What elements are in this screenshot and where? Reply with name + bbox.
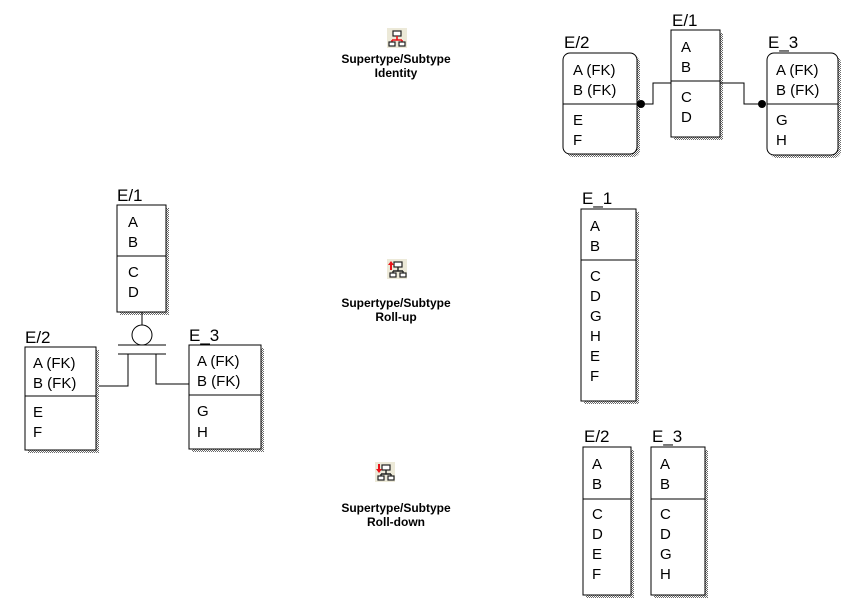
key-attr: B [660,476,670,493]
attr: H [590,328,601,345]
entity-e1[interactable]: E/1 A B C D [670,11,723,140]
cardinality-dot-icon [758,100,766,108]
legend-identity: Supertype/Subtype Identity [341,28,451,80]
entity-title: E/2 [584,427,610,446]
key-attr: B [590,238,600,255]
attr: H [776,132,787,149]
attr: F [592,566,601,583]
supertype-subtype-rolldown-icon[interactable] [375,462,395,482]
cardinality-dot-icon [637,100,645,108]
attr: C [681,89,692,106]
caption-line2: Identity [375,66,418,80]
category-symbol [96,312,189,387]
entity-e3[interactable]: E_3 A (FK) B (FK) G H [766,33,841,158]
attr: G [197,403,209,420]
relationship-e1-e2[interactable] [637,82,671,108]
entity-title: E/1 [117,186,143,205]
key-attr: B (FK) [573,82,616,99]
caption-line1: Supertype/Subtype [341,52,451,66]
entity-e-1[interactable]: E_1 A B C D G H E F [580,189,639,404]
key-attr: A (FK) [33,355,76,372]
attr: D [592,526,603,543]
attr: E [592,546,602,563]
attr: C [128,264,139,281]
key-attr: A [128,214,138,231]
caption-line1: Supertype/Subtype [341,501,451,515]
entity-e2[interactable]: E/2 A B C D E F [582,427,634,598]
key-attr: B [592,476,602,493]
key-attr: B (FK) [197,373,240,390]
attr: C [592,506,603,523]
key-attr: A [660,456,670,473]
entity-title: E/2 [25,328,51,347]
caption-line2: Roll-up [375,310,416,324]
attr: G [776,112,788,129]
entity-title: E_3 [652,427,682,446]
key-attr: A (FK) [573,62,616,79]
entity-e2[interactable]: E/2 A (FK) B (FK) E F [24,328,99,453]
attr: D [681,109,692,126]
caption-line2: Roll-down [367,515,425,529]
entity-title: E_1 [582,189,612,208]
logical-model: E/1 A B C D E/2 A (FK) B (FK) E F [24,186,264,453]
identity-model: E/2 A (FK) B (FK) E F E/1 A B C D E_3 A … [562,11,841,158]
supertype-subtype-rollup-icon[interactable] [387,259,407,279]
caption-line1: Supertype/Subtype [341,296,451,310]
attr: F [33,424,42,441]
attr: E [573,112,583,129]
attr: G [660,546,672,563]
key-attr: B [681,59,691,76]
entity-e3[interactable]: E_3 A (FK) B (FK) G H [188,326,264,452]
attr: D [128,284,139,301]
attr: G [590,308,602,325]
entity-e3[interactable]: E_3 A B C D G H [650,427,708,598]
rolldown-model: E/2 A B C D E F E_3 A B C D G H [582,427,708,598]
attr: F [590,368,599,385]
attr: C [660,506,671,523]
entity-title: E_3 [768,33,798,52]
key-attr: A (FK) [197,353,240,370]
entity-e2[interactable]: E/2 A (FK) B (FK) E F [562,33,640,157]
attr: C [590,268,601,285]
key-attr: A (FK) [776,62,819,79]
entity-e1[interactable]: E/1 A B C D [116,186,169,315]
key-attr: B (FK) [33,375,76,392]
attr: H [197,424,208,441]
attr: D [660,526,671,543]
entity-title: E_3 [189,326,219,345]
attr: E [590,348,600,365]
key-attr: B (FK) [776,82,819,99]
legend-rollup: Supertype/Subtype Roll-up [341,259,451,324]
relationship-e1-e3[interactable] [720,82,766,108]
entity-title: E/1 [672,11,698,30]
attr: H [660,566,671,583]
attr: D [590,288,601,305]
attr: F [573,132,582,149]
key-attr: A [590,218,600,235]
rollup-model: E_1 A B C D G H E F [580,189,639,404]
key-attr: B [128,234,138,251]
key-attr: A [592,456,602,473]
attr: E [33,404,43,421]
entity-title: E/2 [564,33,590,52]
key-attr: A [681,39,691,56]
legend-rolldown: Supertype/Subtype Roll-down [341,462,451,529]
supertype-subtype-identity-icon[interactable] [387,28,407,48]
